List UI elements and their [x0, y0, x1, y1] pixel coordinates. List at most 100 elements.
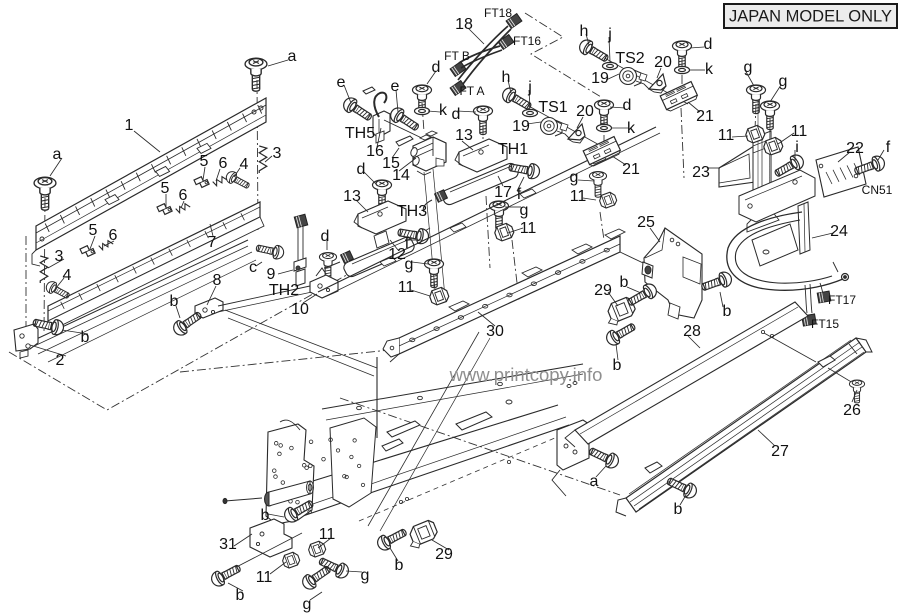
svg-text:5: 5 — [161, 180, 170, 197]
svg-text:TS2: TS2 — [615, 50, 644, 67]
svg-text:h: h — [580, 23, 589, 40]
svg-text:20: 20 — [576, 103, 594, 120]
svg-text:9: 9 — [267, 266, 276, 283]
svg-text:b: b — [261, 507, 270, 524]
svg-text:5: 5 — [200, 153, 209, 170]
svg-text:3: 3 — [55, 248, 64, 265]
svg-text:1: 1 — [125, 117, 134, 134]
svg-text:d: d — [623, 97, 632, 114]
svg-text:2: 2 — [56, 352, 65, 369]
svg-text:TH1: TH1 — [498, 141, 528, 158]
svg-text:27: 27 — [771, 443, 789, 460]
svg-text:CN51: CN51 — [862, 183, 893, 197]
svg-text:17: 17 — [494, 184, 512, 201]
svg-text:11: 11 — [398, 279, 415, 296]
svg-text:5: 5 — [89, 222, 98, 239]
svg-text:i: i — [795, 139, 799, 156]
svg-text:b: b — [620, 274, 629, 291]
svg-text:a: a — [288, 48, 297, 65]
svg-text:d: d — [321, 228, 330, 245]
svg-text:10: 10 — [291, 301, 309, 318]
svg-text:b: b — [236, 587, 245, 604]
svg-text:d: d — [452, 106, 461, 123]
svg-text:22: 22 — [846, 140, 864, 157]
svg-text:23: 23 — [692, 164, 710, 181]
svg-text:11: 11 — [718, 127, 735, 144]
svg-text:b: b — [81, 329, 90, 346]
svg-text:21: 21 — [696, 108, 714, 125]
svg-text:JAPAN MODEL ONLY: JAPAN MODEL ONLY — [729, 8, 892, 26]
svg-text:e: e — [391, 78, 400, 95]
svg-text:13: 13 — [343, 188, 361, 205]
svg-text:g: g — [779, 73, 788, 90]
svg-text:11: 11 — [256, 569, 273, 586]
svg-text:TS1: TS1 — [538, 99, 567, 116]
svg-text:31: 31 — [219, 536, 237, 553]
svg-text:b: b — [395, 557, 404, 574]
svg-text:j: j — [527, 79, 532, 96]
svg-text:6: 6 — [179, 187, 188, 204]
svg-text:19: 19 — [512, 118, 530, 135]
svg-text:11: 11 — [520, 220, 537, 237]
svg-text:19: 19 — [591, 70, 609, 87]
svg-text:f: f — [886, 139, 891, 156]
svg-text:c: c — [249, 259, 257, 276]
svg-text:21: 21 — [622, 161, 640, 178]
svg-text:FT16: FT16 — [513, 34, 541, 48]
svg-text:TH2: TH2 — [269, 282, 299, 299]
svg-text:FT18: FT18 — [484, 6, 512, 20]
svg-text:g: g — [405, 256, 414, 273]
svg-text:b: b — [674, 501, 683, 518]
svg-text:3: 3 — [273, 145, 282, 162]
svg-text:FT B: FT B — [444, 49, 470, 63]
svg-text:24: 24 — [830, 223, 848, 240]
svg-text:30: 30 — [486, 323, 504, 340]
svg-text:f: f — [517, 186, 522, 203]
svg-text:a: a — [590, 473, 599, 490]
svg-text:d: d — [357, 161, 366, 178]
svg-text:25: 25 — [637, 214, 655, 231]
svg-text:FT A: FT A — [459, 84, 484, 98]
svg-text:14: 14 — [392, 167, 410, 184]
svg-text:FT15: FT15 — [811, 317, 839, 331]
svg-text:j: j — [607, 26, 612, 43]
svg-text:k: k — [705, 61, 714, 78]
svg-text:b: b — [723, 303, 732, 320]
svg-text:g: g — [303, 596, 312, 613]
svg-text:11: 11 — [791, 123, 808, 140]
svg-text:g: g — [744, 59, 753, 76]
svg-text:11: 11 — [570, 188, 587, 205]
svg-text:g: g — [570, 169, 579, 186]
svg-text:11: 11 — [319, 526, 336, 543]
svg-text:k: k — [627, 120, 636, 137]
svg-text:f: f — [405, 235, 410, 252]
svg-text:13: 13 — [455, 127, 473, 144]
svg-text:29: 29 — [435, 546, 453, 563]
svg-text:b: b — [170, 293, 179, 310]
svg-text:d: d — [432, 59, 441, 76]
svg-text:TH5: TH5 — [345, 125, 375, 142]
svg-text:d: d — [704, 36, 713, 53]
svg-text:18: 18 — [455, 16, 473, 33]
svg-text:8: 8 — [213, 272, 222, 289]
svg-text:h: h — [502, 69, 511, 86]
svg-text:29: 29 — [594, 282, 612, 299]
svg-text:TH3: TH3 — [397, 203, 427, 220]
svg-text:7: 7 — [208, 234, 217, 251]
svg-text:k: k — [439, 102, 448, 119]
svg-text:4: 4 — [63, 267, 72, 284]
svg-text:b: b — [613, 357, 622, 374]
svg-text:20: 20 — [654, 54, 672, 71]
svg-text:16: 16 — [366, 143, 384, 160]
svg-text:a: a — [53, 146, 62, 163]
svg-text:g: g — [520, 202, 529, 219]
svg-text:6: 6 — [219, 155, 228, 172]
svg-text:e: e — [337, 74, 346, 91]
svg-text:28: 28 — [683, 323, 701, 340]
svg-text:www.printcopy.info: www.printcopy.info — [449, 364, 603, 385]
svg-text:6: 6 — [109, 227, 118, 244]
svg-text:26: 26 — [843, 402, 861, 419]
svg-text:g: g — [361, 567, 370, 584]
svg-text:FT17: FT17 — [828, 293, 856, 307]
svg-text:15: 15 — [382, 155, 400, 172]
